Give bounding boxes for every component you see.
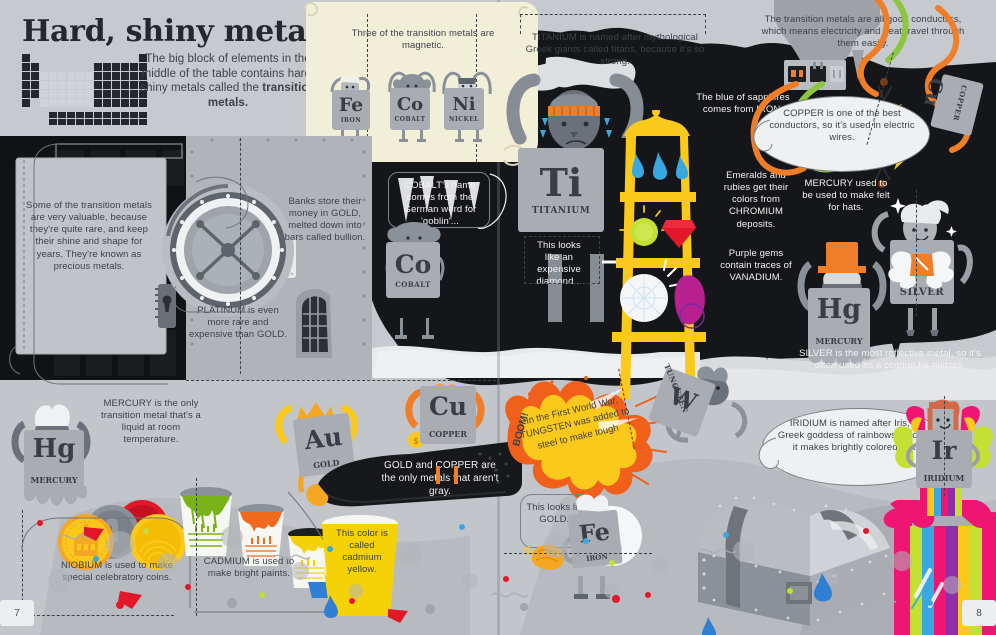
cannon: [306, 441, 522, 507]
callout-vanadium: Purple gems contain traces of VANADIUM.: [720, 248, 792, 284]
silver-wings: [888, 251, 954, 289]
element-symbol: Fe: [338, 94, 364, 116]
callout-precious-metals: Some of the transition metals are very v…: [26, 200, 152, 272]
cadmium-paint-cans: [180, 487, 334, 598]
callout-mercury-hats: MERCURY used to be used to make felt for…: [802, 178, 890, 214]
callout-iridium: IRIDIUM is named after Iris, the Greek g…: [777, 418, 939, 454]
callout-looks-like-gold: This looks like GOLD...: [526, 502, 588, 526]
ground-confetti: [37, 520, 961, 635]
mercury-liquid-puddle: [24, 486, 88, 506]
element-card-mercury-liquid: Hg MERCURY: [24, 430, 84, 488]
wall-socket[interactable]: [784, 60, 854, 94]
treasure-chest: [698, 496, 890, 626]
page-gutter: [497, 0, 500, 635]
element-card-mercury-hat: Hg MERCURY: [808, 288, 870, 350]
intro-text-body: The big block of elements in the middle …: [140, 53, 315, 95]
iridium-dashed-guide: [944, 396, 945, 496]
silver-dashed-guide: [916, 190, 917, 316]
intro-text-bold: transition metals.: [207, 82, 316, 110]
element-card-copper-cannon: Cu COPPER: [420, 386, 476, 444]
page-number-left: 7: [0, 600, 34, 626]
element-name: COBALT: [394, 115, 426, 123]
element-name: COPPER: [428, 429, 468, 439]
callout-cadmium-yellow: This color is called cadmium yellow.: [336, 528, 388, 576]
element-symbol: Co: [394, 249, 432, 279]
callout-magnetic: Three of the transition metals are magne…: [351, 28, 495, 52]
element-card-cobalt-scroll: Co COBALT: [390, 88, 430, 130]
element-titanium-figure: [506, 73, 644, 322]
callout-sapphire: The blue of sapphires comes from IRON.: [696, 92, 790, 116]
element-name: MERCURY: [815, 336, 863, 346]
element-symbol: Hg: [32, 434, 76, 464]
callout-cobalt: COBALT's name comes from the German word…: [403, 180, 477, 228]
element-name: COBALT: [395, 279, 431, 289]
callout-conductors: The transition metals are all good condu…: [761, 14, 965, 50]
vault-dial[interactable]: [158, 180, 298, 320]
callout-niobium: NIOBIUM is used to make special celebrat…: [60, 560, 174, 584]
callout-silver: SILVER is the most reflective metal, so …: [799, 348, 981, 372]
mercury-puddle: [808, 348, 872, 367]
callout-mercury-liquid: MERCURY is the only transition metal tha…: [101, 398, 201, 446]
mini-periodic-table: [22, 54, 148, 131]
element-card-titanium: Ti TITANIUM: [518, 148, 604, 232]
element-symbol: Hg: [816, 294, 862, 325]
element-symbol: Co: [396, 93, 424, 115]
element-name: TITANIUM: [531, 206, 591, 216]
element-iridium-figure: [893, 399, 993, 516]
iron-dashed-guide: [504, 492, 652, 554]
element-card-iron-scroll: Fe IRON: [332, 90, 370, 130]
element-card-cobalt-cave: Co COBALT: [386, 242, 440, 298]
cadmium-dashed-guide: [196, 478, 197, 616]
element-symbol: Ni: [452, 93, 476, 115]
element-name: IRON: [340, 117, 362, 124]
intro-text: The big block of elements in the middle …: [140, 52, 316, 111]
page-title: Hard, shiny metals: [22, 14, 335, 49]
cobalt-speech-bubble: [388, 172, 490, 228]
callout-diamond: This looks like an expensive diamond...: [536, 240, 582, 288]
explosion: [505, 376, 671, 501]
page-number-right: 8: [962, 600, 996, 626]
vault-bubble-outlines: [9, 143, 252, 385]
cobalt-bubble-tail: [477, 173, 507, 229]
copper-speech-bubble: [754, 96, 930, 172]
element-name: MERCURY: [30, 475, 78, 485]
callout-platinum: PLATINUM is even more rare and expensive…: [188, 305, 288, 341]
gem-shelf: [612, 110, 710, 400]
element-symbol: Cu: [428, 392, 468, 421]
callout-titanium: TITANIUM is named after mythological Gre…: [525, 32, 705, 68]
element-silver-figure: [871, 198, 973, 336]
niobium-dashed-guide: [22, 510, 174, 616]
iridium-bubble-tail: [758, 437, 779, 469]
callout-copper: COPPER is one of the best conductors, so…: [769, 108, 915, 144]
callout-bullion: Banks store their money in GOLD, melted …: [284, 196, 366, 244]
element-name: NICKEL: [448, 115, 480, 123]
copper-wires: [750, 0, 971, 176]
element-card-nickel-scroll: Ni NICKEL: [444, 88, 484, 130]
element-name: SILVER: [899, 287, 945, 298]
copper-bubble-tail: [753, 119, 773, 152]
element-symbol: Ti: [539, 160, 583, 205]
callout-cadmium: CADMIUM is used to make bright paints.: [203, 556, 295, 580]
svg-text:$: $: [413, 437, 419, 447]
titanium-dashed-guide: [520, 14, 706, 34]
callout-chromium: Emeralds and rubies get their colors fro…: [723, 170, 789, 230]
diamond-dashed-guide: [524, 236, 600, 284]
vault-dashed-guide: [240, 138, 372, 374]
left-page-bottom-guide: [186, 380, 496, 381]
